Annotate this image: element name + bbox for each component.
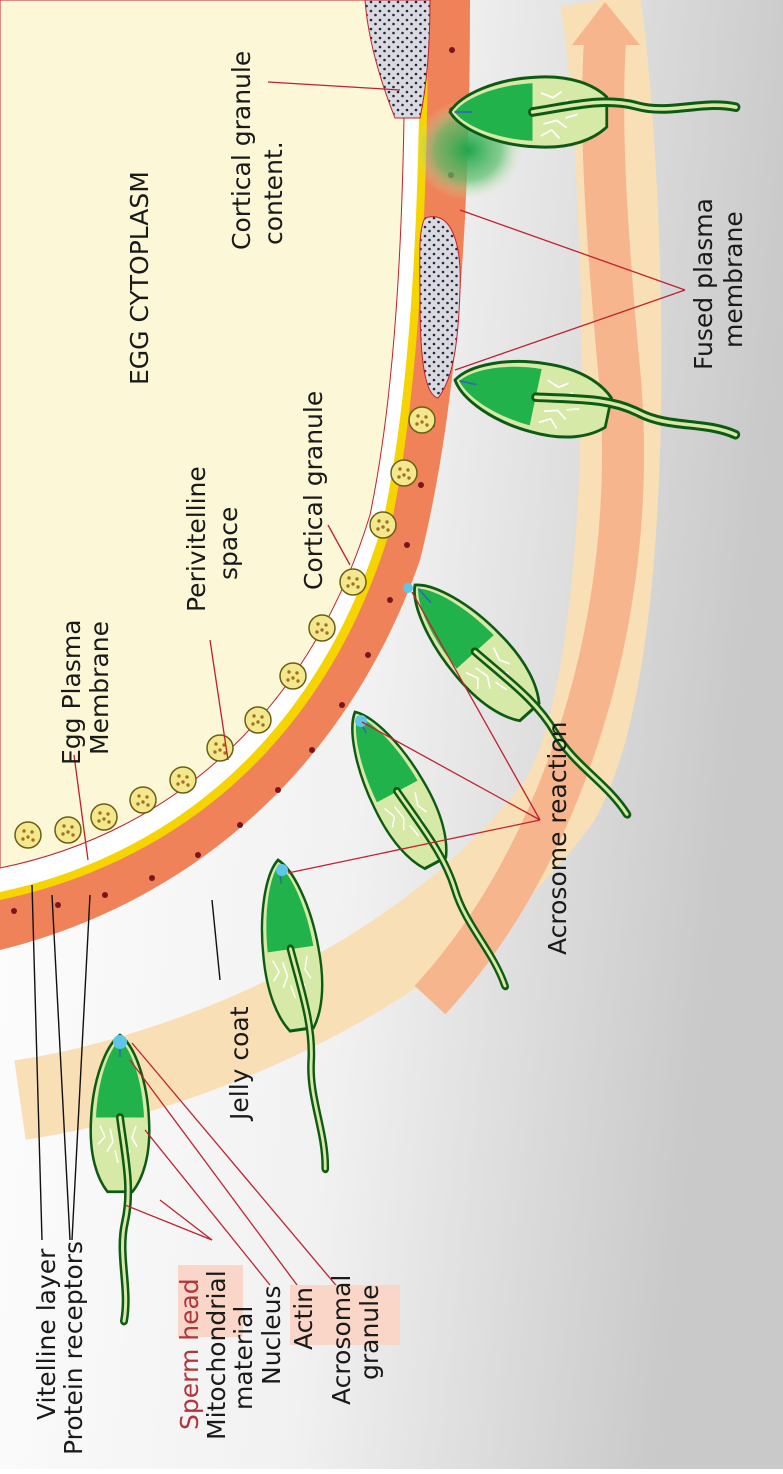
label-actin: Actin: [289, 1287, 318, 1350]
label-fused-plasma-membrane-2: membrane: [719, 211, 748, 348]
label-acrosomal-2: granule: [355, 1285, 384, 1380]
label-cortical-granule-content-1: Cortical granule: [227, 51, 256, 250]
label-protein-receptors: Protein receptors: [59, 1241, 88, 1455]
label-egg-plasma-membrane-2: Membrane: [85, 621, 114, 755]
label-acrosomal-1: Acrosomal: [327, 1275, 356, 1405]
label-perivitelline-1: Perivitelline: [182, 466, 211, 612]
label-egg-cytoplasm: EGG CYTOPLASM: [125, 171, 154, 385]
label-nucleus: Nucleus: [257, 1286, 286, 1386]
label-cortical-granule-content-2: content.: [259, 141, 288, 245]
label-sperm-head: Sperm head: [175, 1278, 204, 1430]
label-mitochondrial-2: material: [229, 1306, 258, 1410]
label-vitelline-layer: Vitelline layer: [32, 1248, 61, 1420]
label-mitochondrial-1: Mitochondrial: [202, 1270, 231, 1440]
label-acrosome-reaction: Acrosome reaction: [543, 722, 572, 956]
label-perivitelline-2: space: [214, 507, 243, 580]
label-cortical-granule: Cortical granule: [299, 391, 328, 590]
label-jelly-coat: Jelly coat: [225, 1006, 254, 1122]
label-egg-plasma-membrane-1: Egg Plasma: [57, 619, 86, 765]
label-fused-plasma-membrane-1: Fused plasma: [689, 198, 718, 370]
